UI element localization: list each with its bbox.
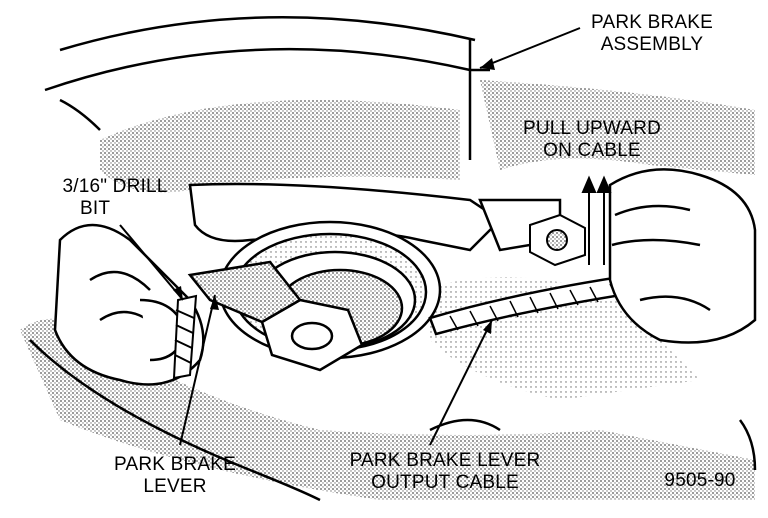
label-park-brake-assembly: PARK BRAKE ASSEMBLY xyxy=(572,12,732,56)
label-line: 3/16" DRILL xyxy=(62,176,168,197)
label-pull-upward: PULL UPWARD ON CABLE xyxy=(512,118,672,162)
label-line: PARK BRAKE LEVER xyxy=(349,450,541,471)
leader-output-cable xyxy=(429,319,493,446)
label-line: OUTPUT CABLE xyxy=(371,472,519,493)
label-line: PARK BRAKE xyxy=(113,454,237,475)
label-park-brake-lever: PARK BRAKE LEVER xyxy=(100,454,250,498)
backing-plate-shading xyxy=(20,80,755,500)
figure-id: 9505-90 xyxy=(650,470,750,492)
leader-lines xyxy=(119,27,581,446)
pull-arrows xyxy=(581,175,612,265)
label-line: BIT xyxy=(80,198,111,219)
drill-bit xyxy=(172,294,198,380)
right-hand xyxy=(608,168,757,344)
label-line: ASSEMBLY xyxy=(600,34,704,55)
label-line: ON CABLE xyxy=(543,140,641,161)
leader-arrowheads xyxy=(173,58,495,334)
label-line: PARK BRAKE xyxy=(590,12,714,33)
label-drill-bit: 3/16" DRILL BIT xyxy=(40,176,190,220)
label-line: LEVER xyxy=(143,476,207,497)
park-brake-lever-arm xyxy=(187,260,302,324)
drum-outline xyxy=(44,16,490,160)
label-output-cable: PARK BRAKE LEVER OUTPUT CABLE xyxy=(340,450,550,494)
leader-lever xyxy=(179,294,216,446)
leader-assembly xyxy=(479,27,581,69)
label-line: PULL UPWARD xyxy=(522,118,662,139)
figure-id-text: 9505-90 xyxy=(664,470,736,491)
leader-drill-bit xyxy=(119,224,184,301)
lower-panel-lines xyxy=(29,339,757,502)
retaining-nut xyxy=(529,213,586,267)
